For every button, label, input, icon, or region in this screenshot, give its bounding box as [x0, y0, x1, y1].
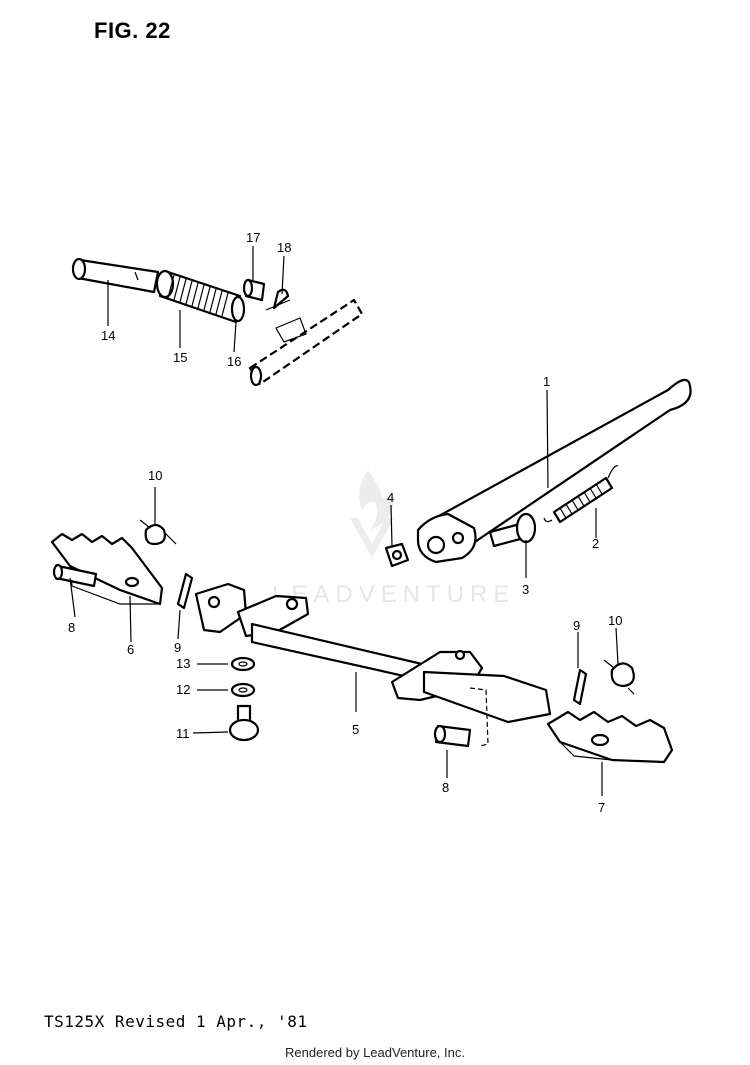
callout-2: 2	[592, 536, 599, 551]
stand-spring-2	[543, 465, 619, 524]
left-footrest-6	[50, 532, 164, 606]
callout-5: 5	[352, 722, 359, 737]
side-stand-1	[416, 378, 692, 564]
render-credit: Rendered by LeadVenture, Inc.	[285, 1045, 465, 1060]
figure-title: FIG. 22	[94, 18, 171, 43]
washer-12	[230, 682, 256, 698]
footrest-bracket-tube	[248, 298, 364, 387]
callout-7: 7	[598, 800, 605, 815]
callout-18: 18	[277, 240, 291, 255]
washer-13	[230, 656, 256, 672]
cotter-pin-9-right	[572, 668, 588, 706]
cotter-pin-18	[265, 288, 291, 311]
callout-12: 12	[176, 682, 190, 697]
footrest-pin-14	[71, 257, 160, 294]
callout-9-left: 9	[174, 640, 181, 655]
callout-3: 3	[522, 582, 529, 597]
leader-lines	[69, 246, 619, 796]
callout-6: 6	[127, 642, 134, 657]
footrest-rubber-15	[155, 269, 246, 324]
spring-10-right	[603, 659, 635, 695]
callout-8-left: 8	[68, 620, 75, 635]
pin-17	[242, 278, 266, 302]
cotter-pin-9-left	[176, 572, 194, 610]
bolt-11	[228, 704, 260, 742]
stand-bracket-frame-5	[194, 582, 552, 747]
watermark-text: LEADVENTURE	[272, 581, 515, 608]
callout-14: 14	[101, 328, 115, 343]
callout-16: 16	[227, 354, 241, 369]
callout-4: 4	[387, 490, 394, 505]
callout-labels: 1 2 3 4 5 6 7 8 8 9 9 10 10 11 12 13 14 …	[68, 230, 622, 815]
footrest-pin-8-left	[52, 563, 98, 588]
callout-1: 1	[543, 374, 550, 389]
callout-9-right: 9	[573, 618, 580, 633]
callout-17: 17	[246, 230, 260, 245]
callout-11: 11	[176, 726, 190, 741]
footrest-pin-8-right	[433, 724, 472, 748]
revision-note: TS125X Revised 1 Apr., '81	[44, 1012, 308, 1031]
callout-8-right: 8	[442, 780, 449, 795]
spring-10-left	[139, 519, 177, 546]
right-footrest-7	[546, 710, 674, 764]
watermark: LEADVENTURE	[272, 470, 515, 608]
callout-10-right: 10	[608, 613, 622, 628]
callout-10-left: 10	[148, 468, 162, 483]
callout-13: 13	[176, 656, 190, 671]
pivot-bolt-3	[488, 512, 537, 548]
nut-4	[384, 542, 410, 568]
callout-15: 15	[173, 350, 187, 365]
